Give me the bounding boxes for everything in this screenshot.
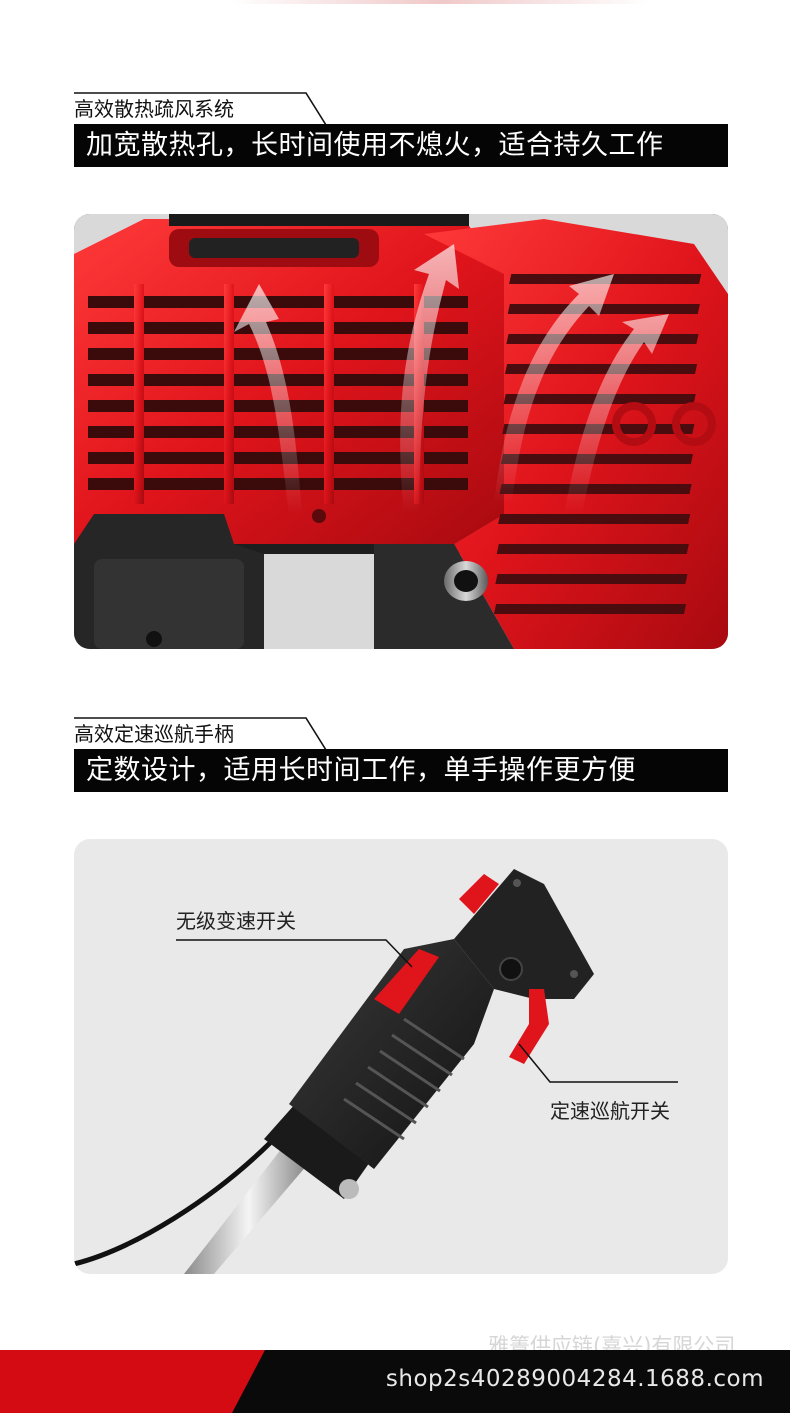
section2-subtitle-wrap: 高效定速巡航手柄 (74, 717, 728, 751)
section2-header: 高效定速巡航手柄 定数设计，适用长时间工作，单手操作更方便 (74, 717, 728, 792)
section2-subtitle-underline (74, 717, 327, 751)
section2-subtitle: 高效定速巡航手柄 (74, 722, 234, 746)
section2-banner: 定数设计，适用长时间工作，单手操作更方便 (74, 749, 728, 792)
top-fade-line (230, 0, 650, 4)
handle-image: 无级变速开关 定速巡航开关 (74, 839, 728, 1274)
callout-variable-speed-switch: 无级变速开关 (176, 909, 296, 933)
section1-subtitle-wrap: 高效散热疏风系统 (74, 92, 728, 126)
section1-banner: 加宽散热孔，长时间使用不熄火，适合持久工作 (74, 124, 728, 167)
footer-bar: shop2s40289004284.1688.com (0, 1350, 790, 1413)
section1-header: 高效散热疏风系统 加宽散热孔，长时间使用不熄火，适合持久工作 (74, 92, 728, 167)
footer-red-block (0, 1350, 265, 1413)
shop-url: shop2s40289004284.1688.com (385, 1366, 764, 1392)
engine-cooling-image (74, 214, 728, 649)
handle-illustration (74, 869, 678, 1274)
callout-cruise-switch: 定速巡航开关 (550, 1099, 670, 1123)
section1-subtitle: 高效散热疏风系统 (74, 97, 234, 121)
engine-cover-illustration (74, 214, 728, 649)
section1-subtitle-underline (74, 92, 327, 126)
footer-black-block (232, 1350, 790, 1413)
